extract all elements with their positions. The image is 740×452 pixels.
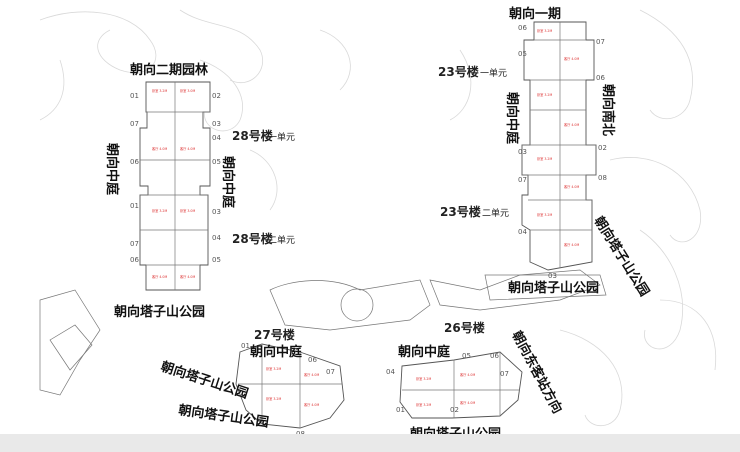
view-label-tazishan-park: 朝向塔子山公园 xyxy=(114,304,205,320)
unit-number: 06 xyxy=(130,256,139,264)
unit-number: 03 xyxy=(518,148,527,156)
view-label-phase2-garden: 朝向二期园林 xyxy=(130,62,208,78)
svg-text:客厅 4.0M: 客厅 4.0M xyxy=(180,146,195,151)
unit-number: 04 xyxy=(212,234,221,242)
svg-text:卧室 3.2M: 卧室 3.2M xyxy=(266,366,281,371)
svg-text:客厅 4.0M: 客厅 4.0M xyxy=(152,146,167,151)
unit-number: 06 xyxy=(596,74,605,82)
unit-number: 01 xyxy=(241,342,250,350)
svg-text:卧室 3.2M: 卧室 3.2M xyxy=(266,396,281,401)
svg-text:客厅 4.0M: 客厅 4.0M xyxy=(460,372,475,377)
building-28-unit2-label: 二单元 xyxy=(268,234,295,246)
svg-text:客厅 4.0M: 客厅 4.0M xyxy=(460,400,475,405)
svg-text:卧室 3.0M: 卧室 3.0M xyxy=(180,88,195,93)
building-23-plan: 卧室 3.2M 客厅 4.0M 卧室 3.2M 客厅 4.0M 卧室 3.2M … xyxy=(521,21,597,271)
unit-number: 03 xyxy=(548,272,557,280)
svg-text:卧室 3.2M: 卧室 3.2M xyxy=(537,28,552,33)
view-label-courtyard: 朝向中庭 xyxy=(504,92,520,145)
building-27-label: 27号楼 xyxy=(254,327,295,342)
unit-number: 01 xyxy=(396,406,405,414)
view-label-tazishan-park: 朝向塔子山公园 xyxy=(591,214,653,300)
building-28-label: 28号楼 xyxy=(232,231,273,246)
unit-number: 01 xyxy=(130,202,139,210)
svg-text:客厅 4.0M: 客厅 4.0M xyxy=(180,274,195,279)
svg-text:客厅 4.0M: 客厅 4.0M xyxy=(564,122,579,127)
building-26-plan: 卧室 3.2M 客厅 4.0M 卧室 3.2M 客厅 4.0M xyxy=(399,351,523,419)
building-23-unit1-label: 一单元 xyxy=(480,67,507,79)
svg-text:卧室 3.0M: 卧室 3.0M xyxy=(180,208,195,213)
building-23-unit2-label: 二单元 xyxy=(482,207,509,219)
unit-number: 06 xyxy=(490,352,499,360)
unit-number: 07 xyxy=(500,370,509,378)
svg-text:卧室 3.2M: 卧室 3.2M xyxy=(152,208,167,213)
building-28-unit-numbers: 01 02 03 04 07 06 05 01 03 07 04 06 05 xyxy=(130,92,221,264)
svg-text:客厅 4.0M: 客厅 4.0M xyxy=(564,56,579,61)
svg-text:客厅 4.0M: 客厅 4.0M xyxy=(152,274,167,279)
svg-text:卧室 3.2M: 卧室 3.2M xyxy=(537,92,552,97)
unit-number: 05 xyxy=(518,50,527,58)
unit-number: 07 xyxy=(518,176,527,184)
view-label-courtyard: 朝向中庭 xyxy=(104,143,120,196)
building-28-plan: 卧室 3.2M 卧室 3.0M 客厅 4.0M 客厅 4.0M 卧室 3.2M … xyxy=(139,81,211,291)
svg-text:卧室 3.2M: 卧室 3.2M xyxy=(152,88,167,93)
unit-number: 06 xyxy=(308,356,317,364)
building-26-unit-numbers: 04 05 06 07 02 01 xyxy=(386,352,509,414)
unit-number: 03 xyxy=(212,120,221,128)
unit-number: 04 xyxy=(386,368,395,376)
building-23-label: 23号楼 xyxy=(438,64,479,79)
unit-number: 03 xyxy=(212,208,221,216)
unit-number: 07 xyxy=(130,240,139,248)
unit-number: 02 xyxy=(212,92,221,100)
unit-number: 02 xyxy=(598,144,607,152)
view-label-tazishan-park: 朝向塔子山公园 xyxy=(508,280,599,296)
view-label-courtyard: 朝向中庭 xyxy=(250,344,303,360)
building-26-label: 26号楼 xyxy=(444,320,485,335)
unit-number: 07 xyxy=(596,38,605,46)
unit-number: 01 xyxy=(130,92,139,100)
unit-number: 06 xyxy=(130,158,139,166)
svg-text:客厅 4.0M: 客厅 4.0M xyxy=(304,402,319,407)
svg-text:客厅 4.0M: 客厅 4.0M xyxy=(564,242,579,247)
unit-number: 07 xyxy=(130,120,139,128)
unit-number: 06 xyxy=(518,24,527,32)
floral-background-decoration xyxy=(39,9,717,427)
building-28-label: 28号楼 xyxy=(232,128,273,143)
building-23-unit-numbers: 06 07 05 06 03 02 07 08 04 03 xyxy=(518,24,607,280)
unit-number: 08 xyxy=(598,174,607,182)
svg-text:卧室 3.2M: 卧室 3.2M xyxy=(416,376,431,381)
unit-number: 05 xyxy=(462,352,471,360)
svg-text:客厅 4.0M: 客厅 4.0M xyxy=(304,372,319,377)
unit-number: 04 xyxy=(518,228,527,236)
building-27-plan: 卧室 3.2M 客厅 4.0M 卧室 3.2M 客厅 4.0M xyxy=(235,343,345,429)
unit-number: 05 xyxy=(212,158,221,166)
unit-number: 04 xyxy=(212,134,221,142)
svg-text:客厅 4.0M: 客厅 4.0M xyxy=(564,184,579,189)
unit-number: 02 xyxy=(450,406,459,414)
svg-text:卧室 3.2M: 卧室 3.2M xyxy=(537,212,552,217)
bottom-strip xyxy=(0,434,740,452)
view-label-courtyard: 朝向中庭 xyxy=(398,344,451,360)
unit-number: 07 xyxy=(326,368,335,376)
view-label-south: 朝向南北 xyxy=(600,84,616,136)
building-28-unit1-label: 一单元 xyxy=(268,131,295,143)
building-23-label: 23号楼 xyxy=(440,204,481,219)
view-label-courtyard: 朝向中庭 xyxy=(220,156,236,209)
road-outlines xyxy=(39,269,607,396)
svg-text:卧室 3.2M: 卧室 3.2M xyxy=(416,402,431,407)
svg-text:卧室 3.2M: 卧室 3.2M xyxy=(537,156,552,161)
view-label-phase1: 朝向一期 xyxy=(509,6,561,22)
unit-number: 05 xyxy=(212,256,221,264)
